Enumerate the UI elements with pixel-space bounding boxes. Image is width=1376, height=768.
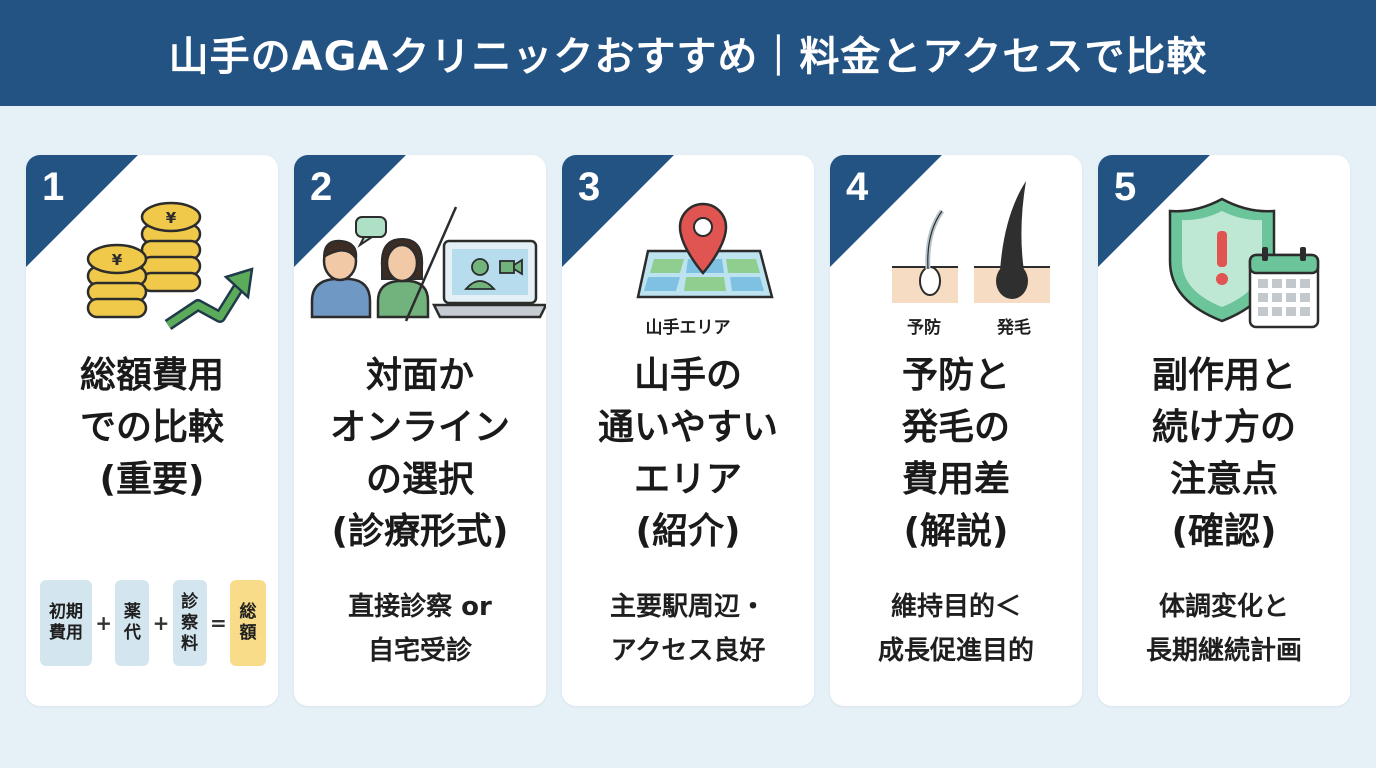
card-title-line: の選択 — [365, 459, 474, 500]
formula-equals: = — [209, 611, 227, 635]
card-title-line: 通いやすい — [597, 407, 778, 448]
card-prevention-vs-growth: 4 予防 発毛 予防と 発毛の 費用差 (解説) 維持目的＜ 成長促進目的 — [830, 155, 1082, 706]
prevention-label: 予防 — [907, 318, 941, 338]
card-description: 主要駅周辺・ アクセス良好 — [562, 585, 814, 673]
map-pin-icon — [636, 202, 774, 299]
card-yamate-area: 3 山手エリア 山手の 通いやすい エリア (紹介) 主要駅周辺・ アクセス良好 — [562, 155, 814, 706]
formula-term-initial-cost: 初期 費用 — [40, 580, 92, 666]
card-title-line: 予防と — [901, 355, 1010, 396]
card-number: 4 — [846, 165, 869, 209]
card-desc-line: 自宅受診 — [367, 636, 472, 666]
formula-term-text: 額 — [239, 623, 257, 643]
card-title: 総額費用 での比較 (重要) — [26, 350, 278, 506]
hair-growth-label: 発毛 — [997, 318, 1031, 338]
card-title-line: 山手の — [633, 355, 742, 396]
card-desc-line: 体調変化と — [1158, 592, 1289, 622]
card-desc-line: 維持目的＜ — [890, 592, 1021, 622]
card-title-line: 総額費用 — [79, 355, 224, 396]
formula-plus: + — [95, 611, 113, 635]
formula-term-text: 費用 — [49, 623, 83, 643]
card-title: 山手の 通いやすい エリア (紹介) — [562, 350, 814, 558]
card-desc-line: 主要駅周辺・ — [609, 592, 766, 622]
card-title-line: (紹介) — [635, 511, 741, 552]
card-title-line: (診療形式) — [331, 511, 509, 552]
formula-result-total: 総 額 — [229, 580, 266, 666]
card-title-line: オンライン — [329, 407, 510, 448]
formula-term-text: 診 — [181, 591, 199, 612]
card-title-line: (重要) — [99, 459, 205, 500]
card-title-line: 費用差 — [901, 459, 1010, 500]
card-number: 2 — [310, 165, 333, 209]
card-description: 体調変化と 長期継続計画 — [1098, 585, 1350, 673]
card-description: 維持目的＜ 成長促進目的 — [830, 585, 1082, 673]
card-total-cost: 1 ¥ ¥ 総額費用 での比較 (重要) 初期 費用 + 薬 代 — [26, 155, 278, 706]
svg-text:¥: ¥ — [112, 251, 123, 269]
formula-term-text: 察 — [181, 612, 199, 633]
cost-formula: 初期 費用 + 薬 代 + 診 察 料 = 総 額 — [40, 579, 266, 667]
card-number: 3 — [578, 165, 601, 209]
card-title-line: (確認) — [1171, 511, 1277, 552]
card-title-line: での比較 — [79, 407, 224, 448]
card-desc-line: 成長促進目的 — [877, 636, 1034, 666]
card-description: 直接診察 or 自宅受診 — [294, 585, 546, 673]
svg-text:¥: ¥ — [166, 209, 177, 227]
warning-shield-calendar-icon — [1168, 197, 1320, 329]
page-header: 山手のAGAクリニックおすすめ｜料金とアクセスで比較 — [0, 0, 1376, 106]
card-title-line: 対面か — [365, 355, 474, 396]
card-title-line: 続け方の — [1151, 407, 1296, 448]
formula-term-medicine: 薬 代 — [115, 580, 150, 666]
card-title: 予防と 発毛の 費用差 (解説) — [830, 350, 1082, 558]
formula-term-text: 総 — [239, 602, 257, 622]
consultation-online-laptop-icon — [310, 206, 546, 322]
card-desc-line: アクセス良好 — [610, 636, 766, 666]
formula-term-text: 代 — [123, 623, 141, 643]
formula-term-consultation-fee: 診 察 料 — [172, 580, 207, 666]
card-title-line: 注意点 — [1169, 459, 1278, 500]
card-desc-line: 直接診察 or — [348, 592, 492, 622]
card-side-effects: 5 副作用と 続け方の 注意点 (確認) 体調変化と 長期継続計画 — [1098, 155, 1350, 706]
formula-term-text: 初期 — [49, 602, 83, 622]
card-number: 5 — [1114, 165, 1137, 209]
card-title-line: 発毛の — [901, 407, 1010, 448]
card-title-line: (解説) — [903, 511, 1009, 552]
card-desc-line: 長期継続計画 — [1145, 636, 1302, 666]
hair-follicle-icon — [892, 181, 1050, 303]
yen-coins-growth-arrow-icon: ¥ ¥ — [86, 201, 254, 330]
card-number: 1 — [42, 165, 65, 209]
card-title: 対面か オンライン の選択 (診療形式) — [294, 350, 546, 558]
formula-plus: + — [152, 611, 170, 635]
card-title: 副作用と 続け方の 注意点 (確認) — [1098, 350, 1350, 558]
page-title: 山手のAGAクリニックおすすめ｜料金とアクセスで比較 — [168, 34, 1208, 80]
card-title-line: 副作用と — [1151, 355, 1296, 396]
card-consultation-format: 2 対面か オンライン の選択 (診療形式) 直接診察 or 自宅受診 — [294, 155, 546, 706]
map-area-label: 山手エリア — [645, 318, 731, 338]
card-title-line: エリア — [633, 459, 742, 500]
formula-term-text: 薬 — [123, 602, 141, 622]
formula-term-text: 料 — [181, 633, 199, 654]
